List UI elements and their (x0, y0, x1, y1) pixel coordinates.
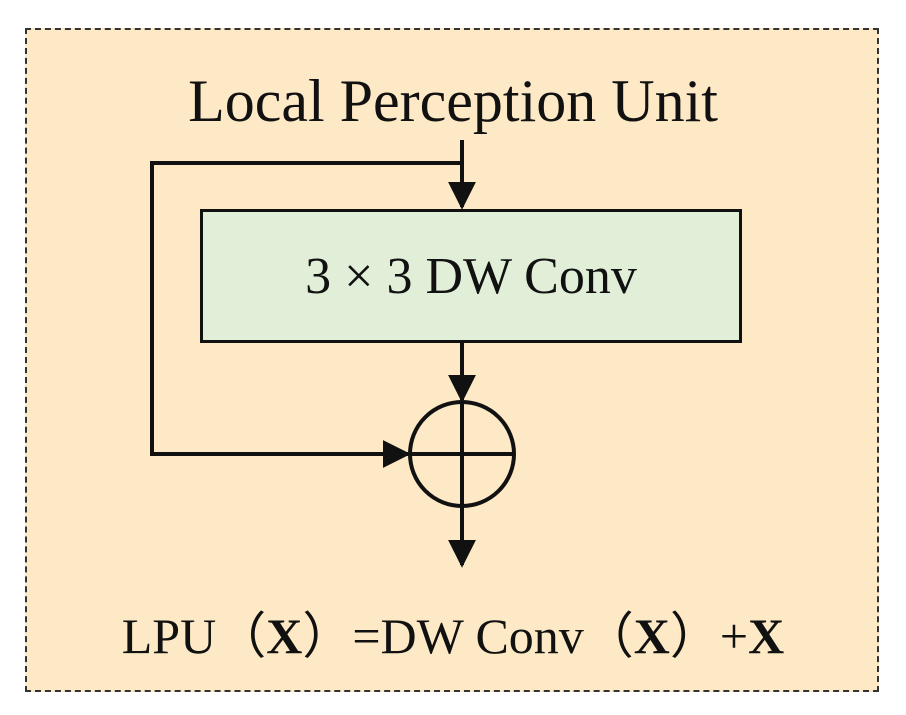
formula-x-input: X (266, 608, 303, 664)
diagram-title: Local Perception Unit (188, 68, 718, 134)
formula-x-conv: X (633, 608, 670, 664)
add-node-icon (408, 400, 516, 508)
dw-conv-label: 3 × 3 DW Conv (305, 247, 637, 305)
formula-prefix: LPU（ (121, 608, 267, 664)
skip-connection-line (150, 161, 462, 456)
formula-x-residual: X (748, 608, 785, 664)
formula-middle: ）=DW Conv（ (302, 608, 634, 664)
lpu-formula: LPU（X）=DW Conv（X）+X (0, 606, 906, 666)
dw-conv-block: 3 × 3 DW Conv (200, 209, 742, 343)
lpu-panel (25, 28, 879, 692)
formula-suffix: ）+ (669, 608, 749, 664)
